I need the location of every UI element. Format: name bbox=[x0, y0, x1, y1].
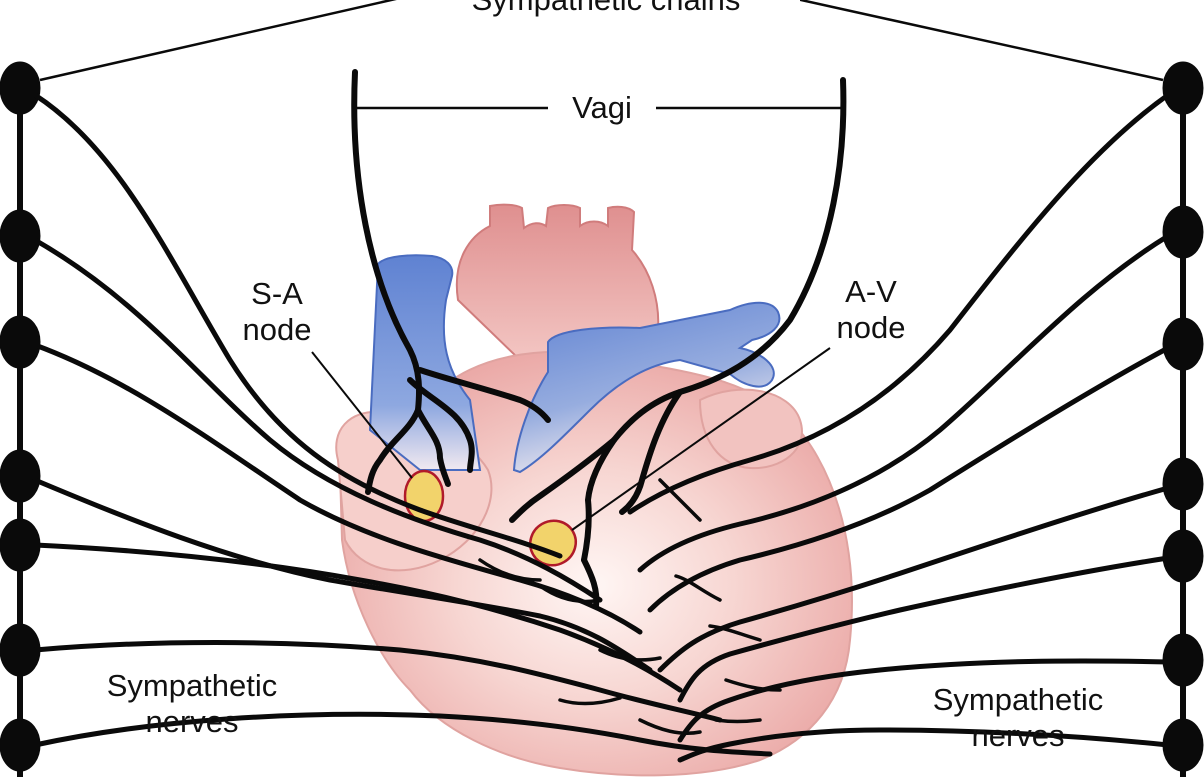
sa-node-label-line1: S-A bbox=[251, 276, 303, 311]
pulmonary-artery bbox=[512, 301, 781, 474]
right-sympathetic-nerves bbox=[627, 92, 1171, 763]
sa-node-label-line2: node bbox=[242, 312, 312, 347]
right-sympathetic-chain bbox=[1162, 61, 1204, 777]
sympathetic-chains-label: Sympathetic chains bbox=[412, 0, 800, 18]
av-node-label-line2: node bbox=[836, 310, 906, 345]
sympathetic-nerves-right-line2: nerves bbox=[971, 718, 1065, 753]
vagus-nerves bbox=[351, 69, 847, 609]
av-node bbox=[528, 519, 578, 567]
aorta bbox=[455, 203, 660, 361]
left-atrium bbox=[698, 388, 803, 470]
sa-node-label: S-A node bbox=[222, 276, 332, 348]
node-pointers bbox=[311, 347, 831, 531]
sympathetic-nerves-left-line2: nerves bbox=[145, 704, 239, 739]
sympathetic-nerves-right-label: Sympathetic nerves bbox=[898, 682, 1138, 754]
sympathetic-nerves-left-line1: Sympathetic bbox=[106, 668, 278, 703]
av-node-label: A-V node bbox=[816, 274, 926, 346]
sympathetic-nerves-right-line1: Sympathetic bbox=[932, 682, 1104, 717]
sympathetic-chains-pointer bbox=[39, 0, 1164, 82]
av-node-label-line1: A-V bbox=[845, 274, 897, 309]
vagi-label: Vagi bbox=[548, 90, 656, 126]
left-sympathetic-nerves bbox=[32, 92, 773, 757]
left-sympathetic-chain bbox=[0, 61, 41, 777]
sympathetic-nerves-left-label: Sympathetic nerves bbox=[72, 668, 312, 740]
heart bbox=[335, 203, 853, 777]
